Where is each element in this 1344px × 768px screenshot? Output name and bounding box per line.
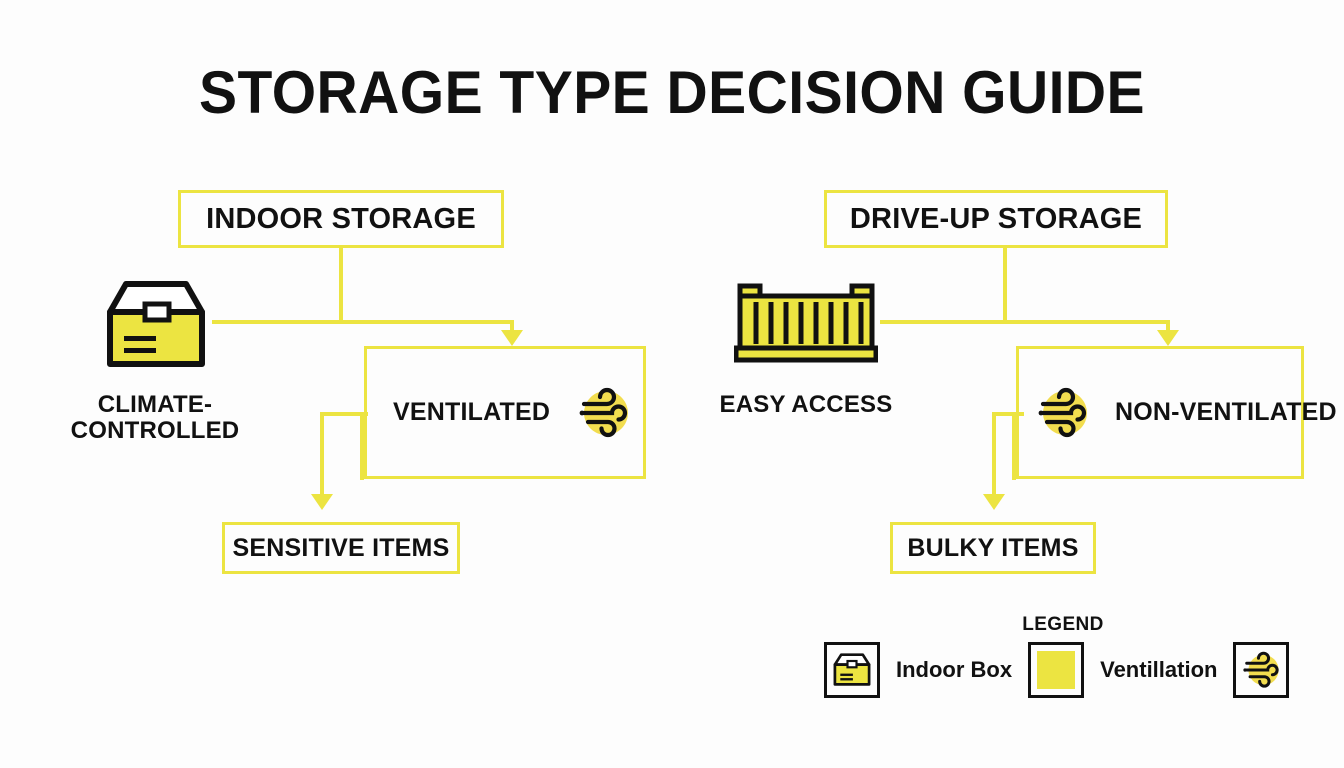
connector-ventilated-down [320,412,324,506]
node-driveup-storage[interactable]: DRIVE-UP STORAGE [824,190,1168,248]
node-non-ventilated-content: NON-VENTILATED [1019,384,1337,442]
node-non-ventilated-label: NON-VENTILATED [1115,398,1337,426]
node-indoor-storage-label: INDOOR STORAGE [206,202,476,235]
label-climate-controlled: CLIMATE- CONTROLLED [30,392,280,444]
label-climate-controlled-line2: CONTROLLED [70,417,240,444]
arrowhead-nonventilated-to-bulky [983,494,1005,510]
label-easy-access: EASY ACCESS [706,392,906,418]
node-non-ventilated[interactable]: NON-VENTILATED [1016,346,1337,479]
connector-nonventilated-down [992,412,996,506]
page-title: STORAGE TYPE DECISION GUIDE [198,59,1146,126]
legend-color-fill [1037,651,1076,689]
connector-nonventilated-left-stub [992,412,1024,416]
indoor-box-icon [104,278,208,370]
legend-indoor-box-icon [824,642,880,698]
legend-title: LEGEND [1022,614,1104,635]
node-ventilated[interactable]: VENTILATED [364,346,646,479]
connector-ventilated-box-left-edge [360,412,364,480]
legend-yellow-swatch [1028,642,1085,698]
legend-items: Indoor Box Ventillation [824,642,1290,698]
node-driveup-storage-label: DRIVE-UP STORAGE [849,202,1143,235]
node-ventilated-content: VENTILATED [367,384,632,442]
legend-label-ventillation: Ventillation [1100,657,1218,682]
node-ventilated-label: VENTILATED [393,398,551,426]
shipping-container-icon [733,282,879,364]
arrowhead-ventilated-to-sensitive [311,494,333,510]
connector-ventilated-left-stub [320,412,368,416]
wind-icon [1033,384,1091,442]
label-easy-access-line1: EASY ACCESS [719,391,893,418]
legend: LEGEND Indoor Box Ventillation [824,614,1302,708]
node-bulky-items[interactable]: BULKY ITEMS [890,522,1096,574]
legend-wind-icon [1233,642,1290,698]
legend-label-indoor-box: Indoor Box [896,657,1013,682]
node-sensitive-items[interactable]: SENSITIVE ITEMS [222,522,460,574]
connector-nonventilated-box-left-edge [1012,412,1016,480]
label-climate-controlled-line1: CLIMATE- [97,391,213,418]
arrowhead-indoor-to-ventilated [501,330,523,346]
connector-driveup-header-vertical [1003,248,1007,322]
wind-icon [574,384,632,442]
node-sensitive-items-label: SENSITIVE ITEMS [232,533,450,562]
connector-indoor-horizontal [212,320,514,324]
arrowhead-driveup-to-nonventilated [1157,330,1179,346]
node-indoor-storage[interactable]: INDOOR STORAGE [178,190,504,248]
node-bulky-items-label: BULKY ITEMS [907,533,1079,562]
connector-indoor-header-vertical [339,248,343,322]
connector-driveup-horizontal [880,320,1170,324]
